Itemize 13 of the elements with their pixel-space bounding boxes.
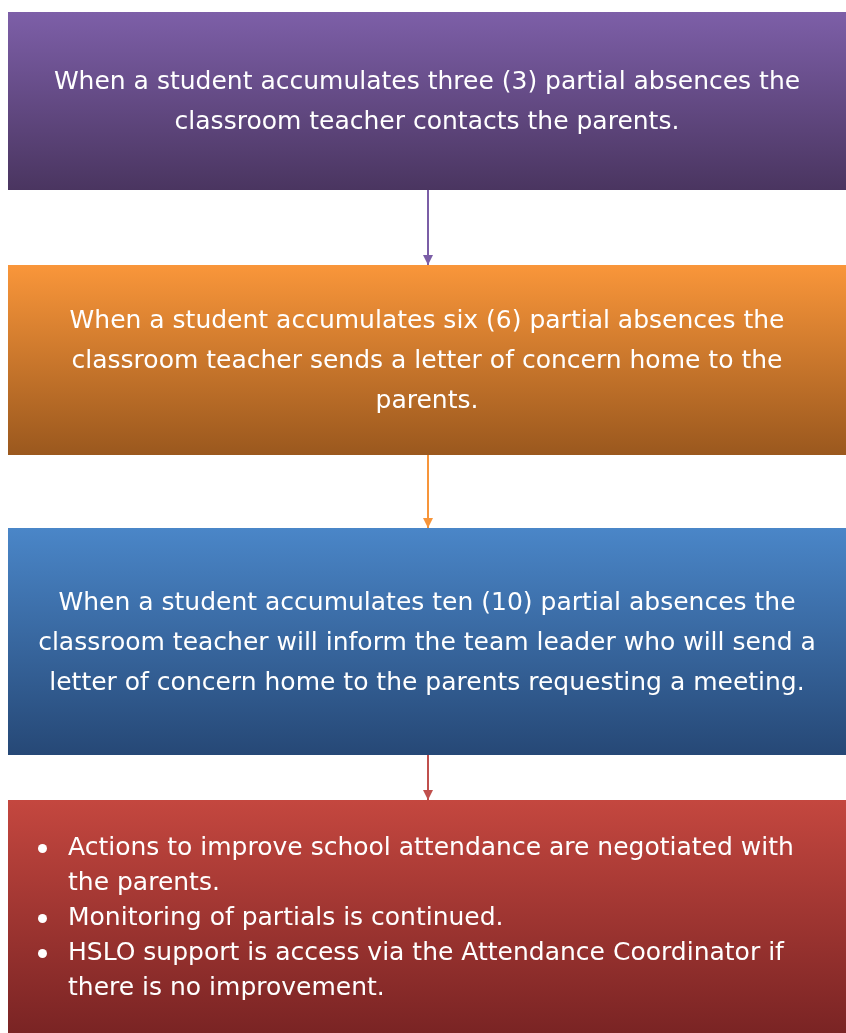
step-text: When a student accumulates six (6) partial absences the classroom teacher sends a letter of concern home to the parents. [68, 304, 786, 416]
step-text: When a student accumulates three (3) partial absences the classroom teacher contacts the parents. [52, 65, 802, 137]
step-text: When a student accumulates ten (10) partial absences the classroom teacher will inform the team leader who will send a letter of concern home to the parents requesting a meeting. [37, 585, 817, 698]
bullet-item: Monitoring of partials is continued. [32, 899, 826, 934]
bullet-item: Actions to improve school attendance are negotiated with the parents. [32, 829, 826, 899]
process-box [8, 800, 846, 1033]
process-box [8, 265, 846, 455]
arrow [423, 754, 433, 801]
process-box [8, 528, 846, 755]
arrow [423, 189, 433, 266]
bullet-item: HSLO support is access via the Attendance Coordinator if there is no improvement. [32, 934, 826, 1004]
process-box [8, 12, 846, 190]
arrow [423, 454, 433, 529]
